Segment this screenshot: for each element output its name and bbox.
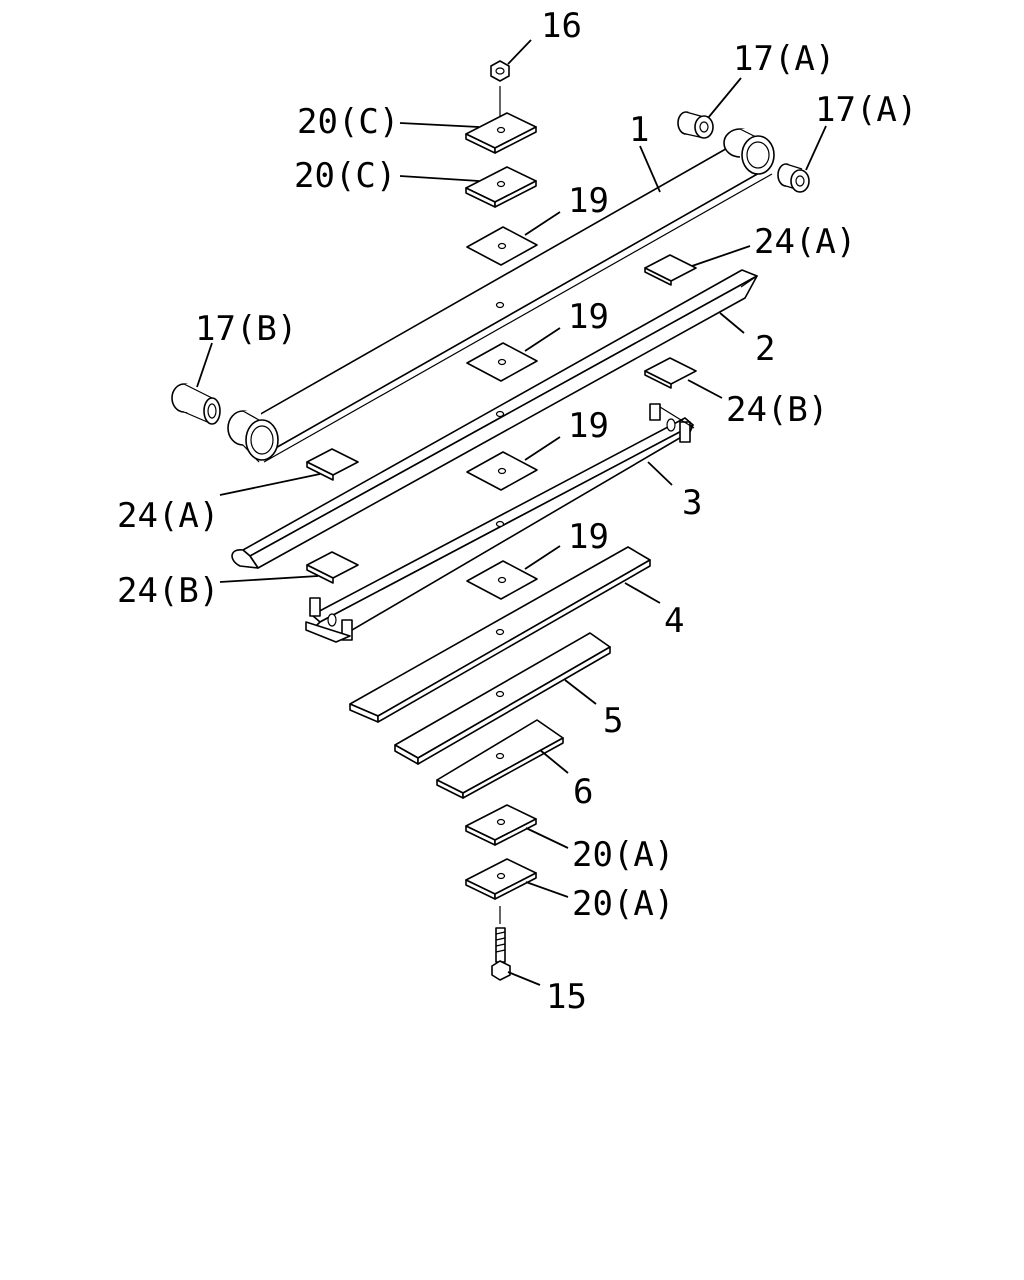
plate-20c-lower [465,166,537,208]
callout-17b: 17(B) [195,309,297,349]
callout-24b-top: 24(B) [726,390,828,430]
callout-24b-left: 24(B) [117,571,219,611]
callout-20c-2: 20(C) [294,156,396,196]
callout-16: 16 [541,6,582,46]
leaf-2 [231,269,758,569]
leaf-5 [394,632,611,765]
callout-17a-1: 17(A) [733,39,835,79]
callout-20a-2: 20(A) [572,884,674,924]
pad-19-2 [466,342,538,382]
leaf-6 [436,719,564,799]
leaf-1-main [227,128,775,463]
callout-24a-top: 24(A) [754,222,856,262]
callout-20a-1: 20(A) [572,835,674,875]
callout-19-3: 19 [568,406,609,446]
bushing-17b [171,383,221,425]
callout-5: 5 [603,701,623,741]
pad-19-4 [466,560,538,600]
bushing-17a-2 [777,163,810,193]
pad-24b-left [306,551,359,584]
callout-1: 1 [629,110,649,150]
callout-24a-left: 24(A) [117,496,219,536]
callout-19-2: 19 [568,297,609,337]
pad-24a-left [306,448,359,481]
bushing-17a-1 [677,111,714,139]
callout-19-4: 19 [568,517,609,557]
bolt-15 [491,906,511,981]
callout-6: 6 [573,772,593,812]
pad-19-1 [466,226,538,266]
plate-20a-lower [465,858,537,900]
pad-19-3 [466,451,538,491]
callout-3: 3 [682,483,702,523]
callout-4: 4 [664,601,684,641]
plate-20c-upper [465,112,537,154]
nut-16 [490,60,510,118]
callout-17a-2: 17(A) [815,90,917,130]
callout-19-1: 19 [568,181,609,221]
leaf-3 [305,403,695,643]
plate-20a-upper [465,804,537,846]
pad-24a-top [644,254,697,286]
leaf-4 [349,546,651,723]
callout-20c-1: 20(C) [297,102,399,142]
pad-24b-top [644,357,697,389]
callout-15: 15 [546,977,587,1017]
callout-2: 2 [755,329,775,369]
